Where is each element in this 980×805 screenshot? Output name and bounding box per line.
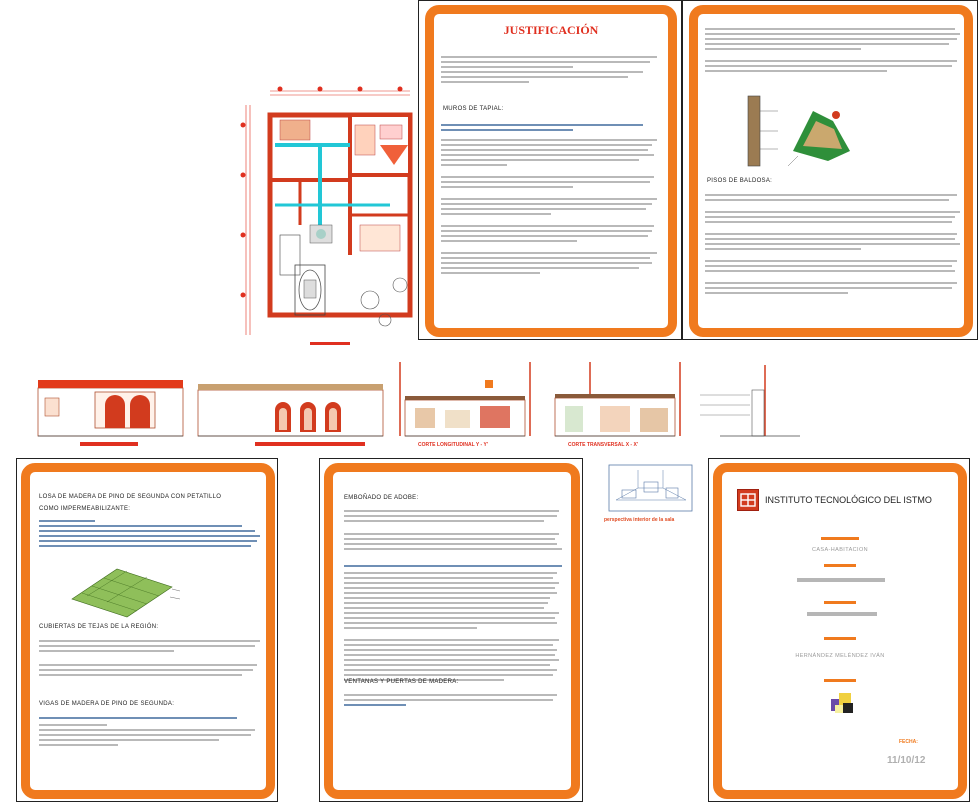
cover-gray-bar-1 [797,578,885,582]
elevations-and-sections [37,362,800,446]
cover-emblem-icon [831,693,853,713]
interior-perspective-sketch [608,464,693,512]
ventanas-heading: VENTANAS Y PUERTAS DE MADERA: [344,679,459,685]
materials-intro-text [705,25,965,75]
losa-text [39,517,264,550]
materials-sheet: PISOS DE BALDOSA: [682,0,978,340]
institute-logo [737,489,759,511]
transversal-section [554,362,681,437]
longitudinal-section [399,362,531,437]
cover-gray-bar-2 [807,612,877,616]
adobe-sheet: EMBOÑADO DE ADOBE: VENTANAS Y PUERTAS DE… [319,458,583,802]
project-name: CASA-HABITACION [811,547,868,553]
losa-heading-line2: COMO IMPERMEABILIZANTE: [39,506,131,512]
adobe-heading: EMBOÑADO DE ADOBE: [344,495,419,501]
cubiertas-text [39,637,264,679]
wall-section-sketch [747,95,850,167]
cover-divider-5 [824,679,856,682]
floor-plan [240,85,420,350]
perspective-caption: perspectiva interior de la sala [604,517,675,523]
adobe-highlight [344,562,566,570]
vigas-highlight [39,714,264,722]
pisos-baldosa-text [705,191,965,297]
muros-tapial-heading: MUROS DE TAPIAL: [443,106,504,112]
floor-plan-drawing [240,86,413,345]
justification-intro-text [441,53,661,86]
adobe-text [344,507,566,553]
front-elevation [37,380,184,446]
losa-heading-line1: LOSA DE MADERA DE PINO DE SEGUNDA CON PE… [39,494,222,500]
cover-divider-1 [821,537,859,540]
cover-sheet: INSTITUTO TECNOLÓGICO DEL ISTMO CASA-HAB… [708,458,970,802]
date-label: FECHA: [899,739,918,745]
author-name: HERNÁNDEZ MELÉNDEZ IVÁN [795,653,885,659]
muros-tapial-text [441,136,661,277]
adobe-text-2 [344,569,566,684]
roof-sheet: LOSA DE MADERA DE PINO DE SEGUNDA CON PE… [16,458,278,802]
muros-tapial-highlight [441,121,661,134]
cover-divider-3 [824,601,856,604]
vigas-text [39,721,264,749]
cubiertas-heading: CUBIERTAS DE TEJAS DE LA REGIÓN: [39,624,159,630]
side-elevation [197,384,384,446]
wall-detail [700,365,800,437]
transversal-section-label: CORTE TRANSVERSAL X - X' [568,442,638,448]
cover-divider-4 [824,637,856,640]
ventanas-text [344,691,566,704]
date-value: 11/10/12 [887,755,926,766]
justification-title: JUSTIFICACIÓN [503,23,599,37]
ventanas-highlight [344,701,566,709]
pisos-baldosa-heading: PISOS DE BALDOSA: [707,178,773,184]
cover-divider-2 [824,564,856,567]
roof-tile-sketch [71,568,181,618]
longitudinal-section-label: CORTE LONGITUDINAL Y - Y' [418,442,488,448]
vigas-heading: VIGAS DE MADERA DE PINO DE SEGUNDA: [39,701,175,707]
justification-sheet: JUSTIFICACIÓN MUROS DE TAPIAL: [418,0,682,340]
institute-name: INSTITUTO TECNOLÓGICO DEL ISTMO [765,495,932,505]
